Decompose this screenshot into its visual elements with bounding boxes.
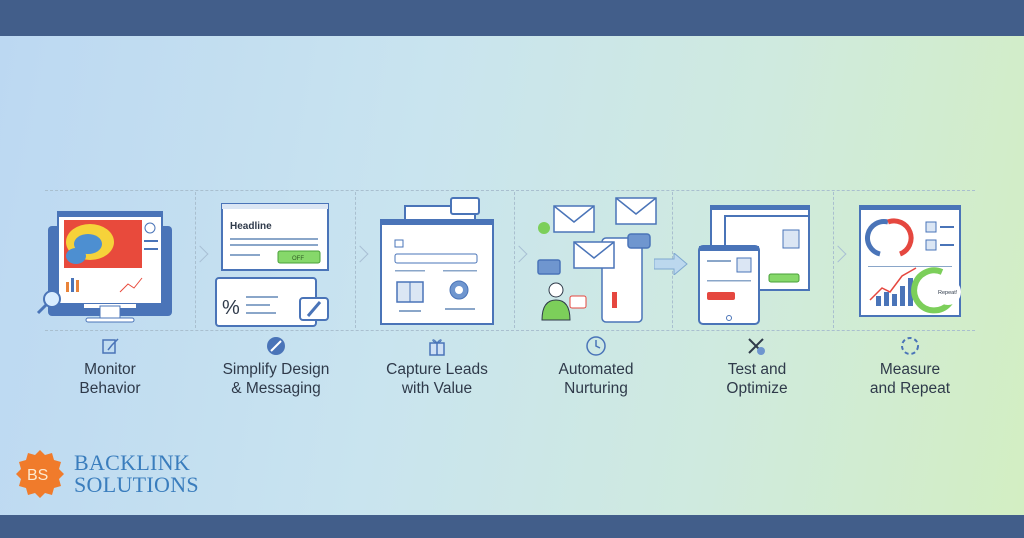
ab-test-illustration bbox=[677, 196, 837, 331]
logo-badge: BS bbox=[14, 448, 66, 500]
lead-form-illustration bbox=[357, 196, 517, 331]
divider bbox=[45, 190, 975, 191]
divider bbox=[514, 192, 515, 328]
svg-text:BS: BS bbox=[27, 467, 48, 484]
pen-icon bbox=[196, 331, 356, 361]
bottom-band bbox=[0, 515, 1024, 538]
clock-icon bbox=[516, 331, 676, 361]
monitor-heatmap-illustration bbox=[30, 196, 190, 331]
divider bbox=[195, 192, 196, 328]
tools-icon bbox=[677, 331, 837, 361]
svg-text:Repeat!: Repeat! bbox=[938, 290, 958, 296]
svg-text:Headline: Headline bbox=[230, 221, 272, 232]
divider bbox=[355, 192, 356, 328]
analytics-icon bbox=[30, 331, 190, 361]
step-simplify-design: Headline OFF % Simplify Design& Messagin… bbox=[196, 196, 356, 398]
arrow-right-icon bbox=[653, 251, 688, 280]
cycle-icon bbox=[830, 331, 990, 361]
step-label: Simplify Design& Messaging bbox=[222, 361, 330, 397]
svg-text:OFF: OFF bbox=[292, 256, 304, 262]
divider bbox=[45, 330, 975, 331]
landing-page-illustration: Headline OFF % bbox=[196, 196, 356, 331]
gift-icon bbox=[357, 331, 517, 361]
divider bbox=[833, 192, 834, 328]
dashboard-illustration: Repeat! bbox=[830, 196, 990, 331]
top-band bbox=[0, 0, 1024, 36]
email-automation-illustration bbox=[516, 196, 676, 331]
svg-text:%: % bbox=[222, 297, 240, 319]
